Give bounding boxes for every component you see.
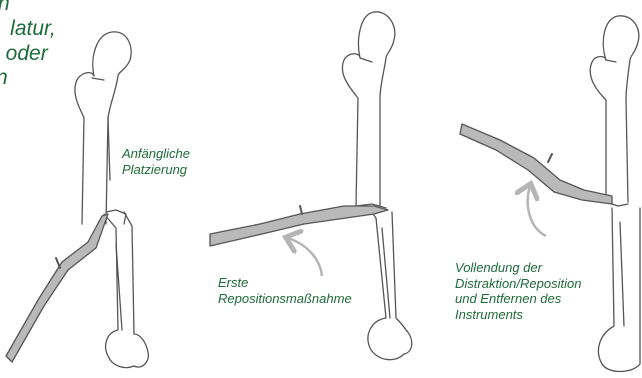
intro-line-2: latur, bbox=[0, 17, 56, 42]
instrument-initial bbox=[6, 214, 108, 362]
lower-bone bbox=[368, 210, 412, 360]
lower-bone bbox=[104, 212, 148, 368]
upper-bone bbox=[590, 16, 639, 202]
intro-line-1: n bbox=[0, 0, 56, 17]
label-line: Vollendung der bbox=[455, 260, 581, 276]
instrument-completion bbox=[460, 124, 612, 204]
panel-first-reduction bbox=[210, 12, 412, 360]
label-initial-placement: Anfängliche Platzierung bbox=[122, 146, 190, 177]
arrow-completion bbox=[528, 186, 546, 236]
lower-bone bbox=[598, 208, 640, 372]
instrument-first bbox=[210, 206, 388, 246]
label-completion: Vollendung der Distraktion/Reposition un… bbox=[455, 260, 581, 322]
label-line: Erste bbox=[218, 275, 352, 291]
upper-bone bbox=[75, 32, 131, 224]
upper-bone bbox=[342, 12, 395, 206]
label-line: Platzierung bbox=[122, 162, 190, 178]
label-line: Anfängliche bbox=[122, 146, 190, 162]
intro-line-4: n bbox=[0, 66, 56, 91]
label-line: und Entfernen des bbox=[455, 291, 581, 307]
label-line: Distraktion/Reposition bbox=[455, 276, 581, 292]
label-first-reduction: Erste Repositionsmaßnahme bbox=[218, 275, 352, 306]
label-line: Repositionsmaßnahme bbox=[218, 291, 352, 307]
intro-line-3: oder bbox=[0, 42, 56, 67]
label-line: Instruments bbox=[455, 307, 581, 323]
intro-text-fragment: n latur, oder n bbox=[0, 0, 56, 91]
arrow-first-reduction bbox=[288, 238, 322, 276]
